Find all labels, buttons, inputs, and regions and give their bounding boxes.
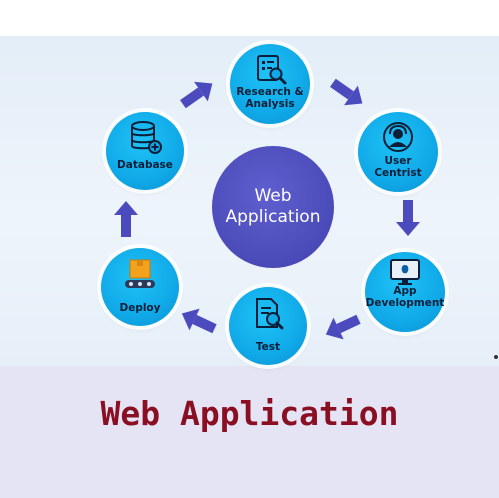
footer-band xyxy=(0,366,499,498)
arrow-app-to-test xyxy=(325,314,361,340)
arrow-research-to-user xyxy=(330,78,363,106)
monitor-apple-icon xyxy=(390,259,420,285)
node-label-test: Test xyxy=(255,341,281,353)
arrow-deploy-to-database xyxy=(114,201,138,237)
footer-title: Web Application xyxy=(100,394,399,433)
node-app-development: App Development xyxy=(365,252,445,332)
node-label-research-line1: Research & xyxy=(236,86,304,98)
arrow-database-to-research xyxy=(180,81,213,109)
node-label-deploy: Deploy xyxy=(119,302,161,314)
document-search-icon xyxy=(256,298,284,330)
node-user-centrist: User Centrist xyxy=(358,112,438,192)
box-conveyor-icon xyxy=(125,259,155,288)
node-test: Test xyxy=(229,287,307,365)
node-research-analysis: Research & Analysis xyxy=(230,44,310,124)
node-database: Database xyxy=(106,112,184,190)
center-label-line2: Application xyxy=(225,207,321,227)
arrow-test-to-deploy xyxy=(181,308,217,334)
database-add-icon xyxy=(131,121,162,154)
node-label-app-line2: Development xyxy=(365,297,445,309)
node-label-app-line1: App xyxy=(393,285,417,297)
arrow-user-to-app xyxy=(396,200,420,236)
node-label-database: Database xyxy=(117,159,173,171)
user-support-icon xyxy=(383,122,413,152)
node-deploy: Deploy xyxy=(101,248,179,326)
node-label-user-line2: Centrist xyxy=(374,167,422,179)
node-label-user-line1: User xyxy=(384,155,412,167)
node-label-research-line2: Analysis xyxy=(245,98,295,110)
edge-dot xyxy=(494,355,498,359)
research-icon xyxy=(257,55,287,85)
center-node: Web Application xyxy=(212,146,334,268)
center-label-line1: Web xyxy=(254,186,292,206)
